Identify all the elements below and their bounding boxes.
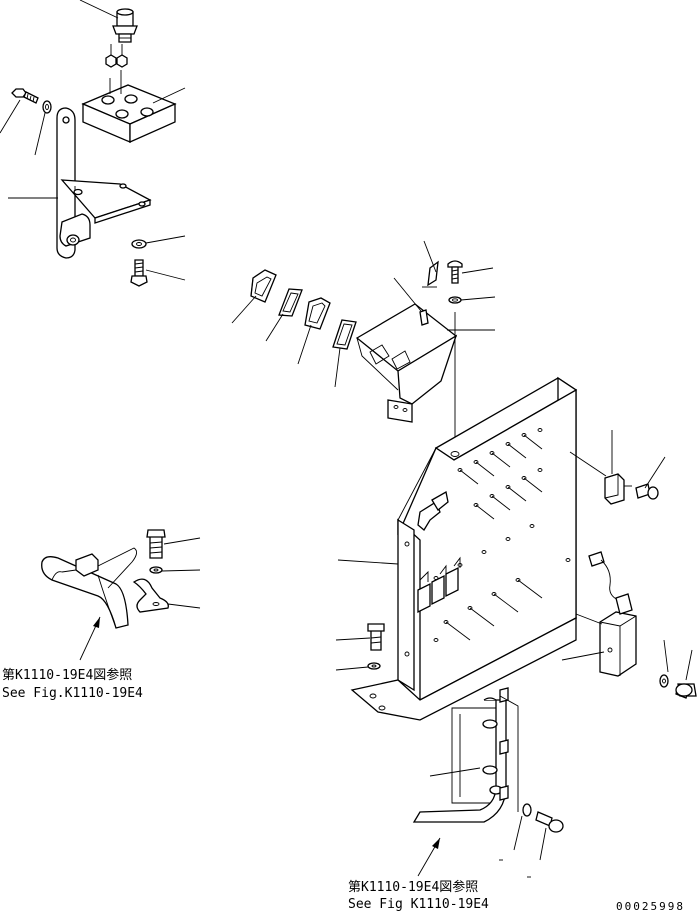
- cable-clamp-bolt-icon: [147, 530, 165, 558]
- wire-harness-icon: [414, 688, 518, 822]
- leader-line: [162, 570, 200, 571]
- leader-line: [168, 604, 200, 608]
- leader-line: [664, 640, 668, 672]
- relay-screw-icon: [636, 484, 658, 499]
- screw-icon: [448, 261, 462, 283]
- leader-line: [394, 278, 421, 311]
- leader-line: [430, 768, 480, 776]
- leader-line: [35, 113, 45, 155]
- clamp-washer-icon: [150, 567, 162, 573]
- leader-line: [462, 268, 493, 273]
- leader-line: [461, 297, 495, 300]
- cable-clamp-icon: [134, 579, 168, 612]
- leader-line: [266, 314, 283, 341]
- leader-line: [146, 270, 185, 280]
- connector-washer-icon: [660, 675, 668, 687]
- leader-line: [335, 348, 340, 387]
- reference-note-1-line2: See Fig.K1110-19E4: [2, 686, 143, 701]
- connector-icon: [589, 552, 618, 600]
- leader-line: [562, 652, 604, 660]
- harness-bolt-icon: [536, 812, 563, 832]
- leader-line: [80, 0, 118, 18]
- switch-2-icon: [305, 298, 330, 329]
- leader-line: [146, 236, 185, 243]
- switch-panel: [357, 262, 456, 422]
- leader-line: [153, 88, 185, 103]
- leader-line: [298, 325, 311, 364]
- leader-line: [164, 538, 200, 544]
- panel-bolt-icon: [368, 624, 384, 650]
- connector-bolt-icon: [676, 684, 696, 698]
- indicator-lamp: [113, 9, 137, 42]
- switch-icon: [251, 270, 276, 302]
- reference-note-2-line2: See Fig K1110-19E4: [348, 897, 489, 912]
- leader-line: [0, 100, 20, 133]
- bracket-washer-icon: [132, 240, 146, 248]
- leader-line: [540, 828, 546, 860]
- drawing-code: 00025998: [616, 900, 685, 913]
- switch-cover-2-icon: [333, 320, 356, 349]
- mount-bolt-icon: [12, 89, 38, 103]
- leader-line: [336, 667, 368, 670]
- main-panel: [352, 378, 576, 720]
- connector-bracket-icon: [576, 594, 636, 676]
- lamp-bracket-block: [83, 70, 175, 142]
- reference-arrow: [418, 838, 440, 876]
- relay-icon: [570, 452, 632, 504]
- leader-line: [232, 296, 256, 323]
- harness-washer-icon: [523, 804, 531, 816]
- leader-line: [336, 638, 370, 640]
- switch-cover-icon: [279, 289, 302, 316]
- lamp-nut-icon: [106, 44, 127, 67]
- reference-arrow: [80, 617, 100, 660]
- leader-line: [514, 816, 522, 850]
- washer-icon: [449, 297, 461, 303]
- cable-clamp-reference: [42, 548, 137, 628]
- leader-line: [338, 560, 398, 564]
- washer-icon: [43, 101, 51, 113]
- panel-washer-icon: [368, 663, 380, 669]
- leader-line: [645, 457, 665, 488]
- reference-note-1-line1: 第K1110-19E4図参照: [2, 667, 132, 683]
- support-bracket: [57, 108, 150, 258]
- leader-line: [424, 241, 436, 272]
- leader-line: [686, 650, 692, 680]
- bracket-bolt-icon: [131, 260, 147, 286]
- reference-note-2-line1: 第K1110-19E4図参照: [348, 879, 478, 895]
- fragment-marks: [499, 860, 531, 877]
